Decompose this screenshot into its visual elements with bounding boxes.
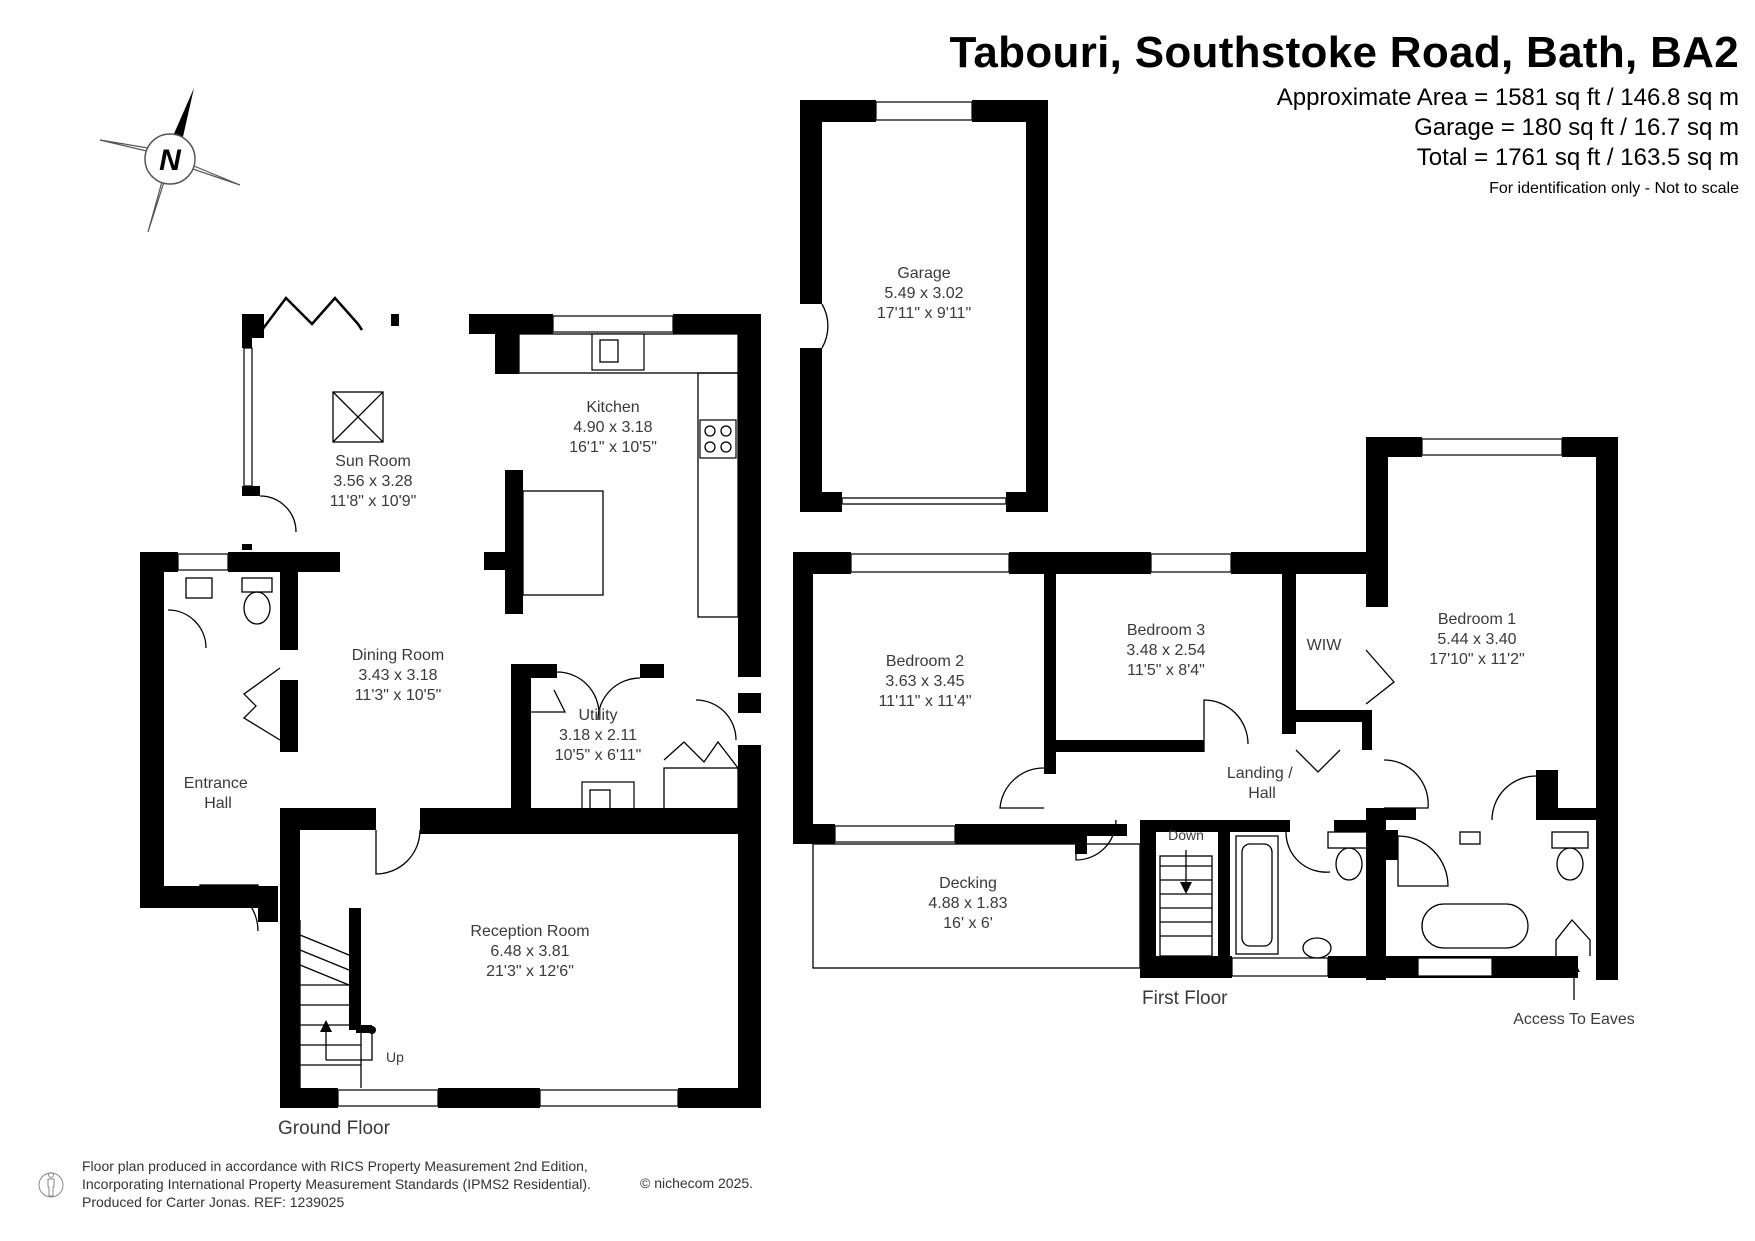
stairs-up-label: Up bbox=[386, 1049, 404, 1065]
garage-metric: 5.49 x 3.02 bbox=[884, 285, 963, 302]
reception-room-name: Reception Room bbox=[470, 923, 589, 940]
ground-floor-plan bbox=[140, 296, 761, 1108]
footer-line-1: Floor plan produced in accordance with R… bbox=[82, 1158, 588, 1174]
garage-area: Garage = 180 sq ft / 16.7 sq m bbox=[1414, 114, 1739, 141]
kitchen-name: Kitchen bbox=[586, 399, 639, 416]
bedroom-1-name: Bedroom 1 bbox=[1438, 611, 1516, 628]
compass-rose-icon: N bbox=[99, 88, 241, 233]
dining-room-imperial: 11'3" x 10'5" bbox=[355, 687, 442, 704]
first-floor-label: First Floor bbox=[1142, 988, 1228, 1009]
ground-floor-label: Ground Floor bbox=[278, 1118, 391, 1139]
decking-metric: 4.88 x 1.83 bbox=[928, 895, 1007, 912]
bedroom-3-metric: 3.48 x 2.54 bbox=[1126, 642, 1205, 659]
bedroom-2-name: Bedroom 2 bbox=[886, 653, 964, 670]
garage-imperial: 17'11" x 9'11" bbox=[877, 305, 971, 322]
dining-room-metric: 3.43 x 3.18 bbox=[358, 667, 437, 684]
wiw-label: WIW bbox=[1307, 637, 1343, 654]
stairs-down-label: Down bbox=[1168, 827, 1204, 843]
property-title: Tabouri, Southstoke Road, Bath, BA2 bbox=[949, 28, 1739, 77]
reception-room-imperial: 21'3" x 12'6" bbox=[486, 963, 574, 980]
footer-line-3: Produced for Carter Jonas. REF: 1239025 bbox=[82, 1194, 345, 1210]
entrance-hall-line-2: Hall bbox=[204, 795, 232, 812]
garage-name: Garage bbox=[897, 265, 950, 282]
first-floor-plan bbox=[793, 437, 1618, 1000]
bedroom-2-metric: 3.63 x 3.45 bbox=[885, 673, 964, 690]
scale-note: For identification only - Not to scale bbox=[1489, 180, 1739, 197]
bedroom-2-imperial: 11'11" x 11'4" bbox=[878, 693, 971, 710]
bedroom-3-name: Bedroom 3 bbox=[1127, 622, 1205, 639]
reception-room-metric: 6.48 x 3.81 bbox=[490, 943, 569, 960]
decking-name: Decking bbox=[939, 875, 997, 892]
bedroom-1-imperial: 17'10" x 11'2" bbox=[1429, 651, 1524, 668]
landing-hall-name: Landing / Hall bbox=[1227, 765, 1297, 802]
landing-hall-line-1: Landing / bbox=[1227, 765, 1293, 782]
decking-imperial: 16' x 6' bbox=[943, 915, 993, 932]
footer-line-2: Incorporating International Property Mea… bbox=[82, 1176, 591, 1192]
utility-name: Utility bbox=[578, 707, 617, 724]
entrance-hall-line-1: Entrance bbox=[184, 775, 248, 792]
sun-room-imperial: 11'8" x 10'9" bbox=[330, 493, 417, 510]
copyright-credit: © nichecom 2025. bbox=[640, 1175, 754, 1191]
utility-imperial: 10'5" x 6'11" bbox=[555, 747, 642, 764]
landing-hall-line-2: Hall bbox=[1248, 785, 1276, 802]
person-icon bbox=[38, 1172, 64, 1198]
kitchen-metric: 4.90 x 3.18 bbox=[573, 419, 652, 436]
dining-room-name: Dining Room bbox=[352, 647, 444, 664]
bedroom-3-imperial: 11'5" x 8'4" bbox=[1127, 662, 1205, 679]
sun-room-name: Sun Room bbox=[335, 453, 411, 470]
kitchen-imperial: 16'1" x 10'5" bbox=[569, 439, 657, 456]
total-area: Total = 1761 sq ft / 163.5 sq m bbox=[1416, 144, 1739, 171]
sun-room-metric: 3.56 x 3.28 bbox=[333, 473, 412, 490]
compass-north-label: N bbox=[159, 144, 182, 177]
access-to-eaves-label: Access To Eaves bbox=[1513, 1011, 1635, 1028]
room-labels: Sun Room 3.56 x 3.28 11'8" x 10'9" Kitch… bbox=[184, 265, 1635, 1139]
entrance-hall-name: Entrance Hall bbox=[184, 775, 253, 812]
footer-notes: Floor plan produced in accordance with R… bbox=[82, 1157, 591, 1211]
utility-metric: 3.18 x 2.11 bbox=[559, 727, 637, 744]
approximate-area: Approximate Area = 1581 sq ft / 146.8 sq… bbox=[1276, 84, 1739, 111]
garage-plan bbox=[800, 100, 1048, 512]
bedroom-1-metric: 5.44 x 3.40 bbox=[1437, 631, 1516, 648]
